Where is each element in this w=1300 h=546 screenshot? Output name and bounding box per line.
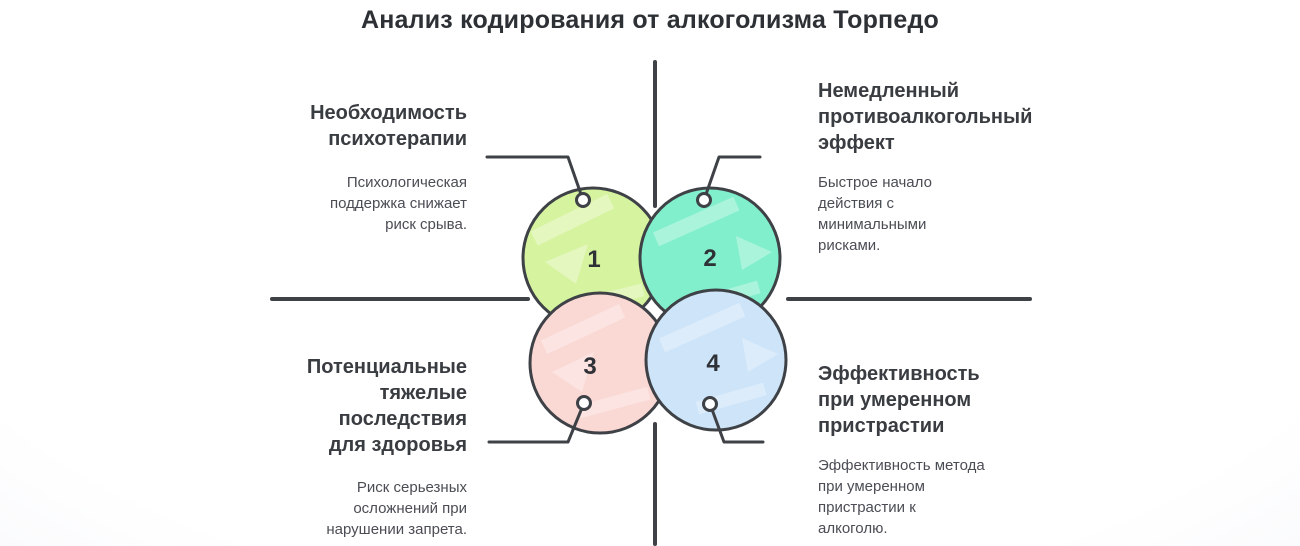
- pin-marker-4: [702, 396, 718, 412]
- connector-top-left: [485, 155, 585, 202]
- quadrant-4-description: Эффективность метода при умеренном прист…: [818, 457, 985, 537]
- circle-3-number: 3: [583, 353, 596, 380]
- axis-lines: [270, 60, 1032, 546]
- page-title: Анализ кодирования от алкоголизма Торпед…: [361, 6, 939, 34]
- circles: [521, 186, 788, 435]
- connector-lines: [485, 155, 765, 444]
- circle-numbers: 1 2 3 4: [583, 245, 720, 380]
- pin-marker-3: [576, 395, 592, 411]
- pin-markers: [575, 192, 718, 412]
- connector-bottom-left: [487, 401, 586, 444]
- quadrant-1-heading: Необходимость психотерапии: [310, 102, 467, 150]
- circle-4-number: 4: [706, 350, 720, 377]
- circle-2-number: 2: [703, 245, 716, 272]
- quadrant-2-description: Быстрое начало действия с минимальными р…: [818, 174, 932, 254]
- quadrant-1-description: Психологическая поддержка снижает риск с…: [329, 174, 467, 233]
- circle-3-texture: [540, 304, 651, 419]
- quadrant-3-heading: Потенциальные тяжелые последствия для зд…: [306, 356, 467, 456]
- circle-4: [644, 288, 788, 432]
- circle-1-number: 1: [587, 246, 600, 273]
- pin-marker-1: [575, 192, 591, 208]
- quadrant-4-heading: Эффективность при умеренном пристрастии: [818, 363, 980, 437]
- connector-top-right: [702, 155, 762, 202]
- quadrant-3-description: Риск серьезных осложнений при нарушении …: [326, 479, 467, 538]
- connector-bottom-right: [708, 402, 765, 444]
- quadrant-2-heading: Немедленный противоалкогольный эффект: [818, 80, 1033, 154]
- pin-marker-2: [696, 192, 712, 208]
